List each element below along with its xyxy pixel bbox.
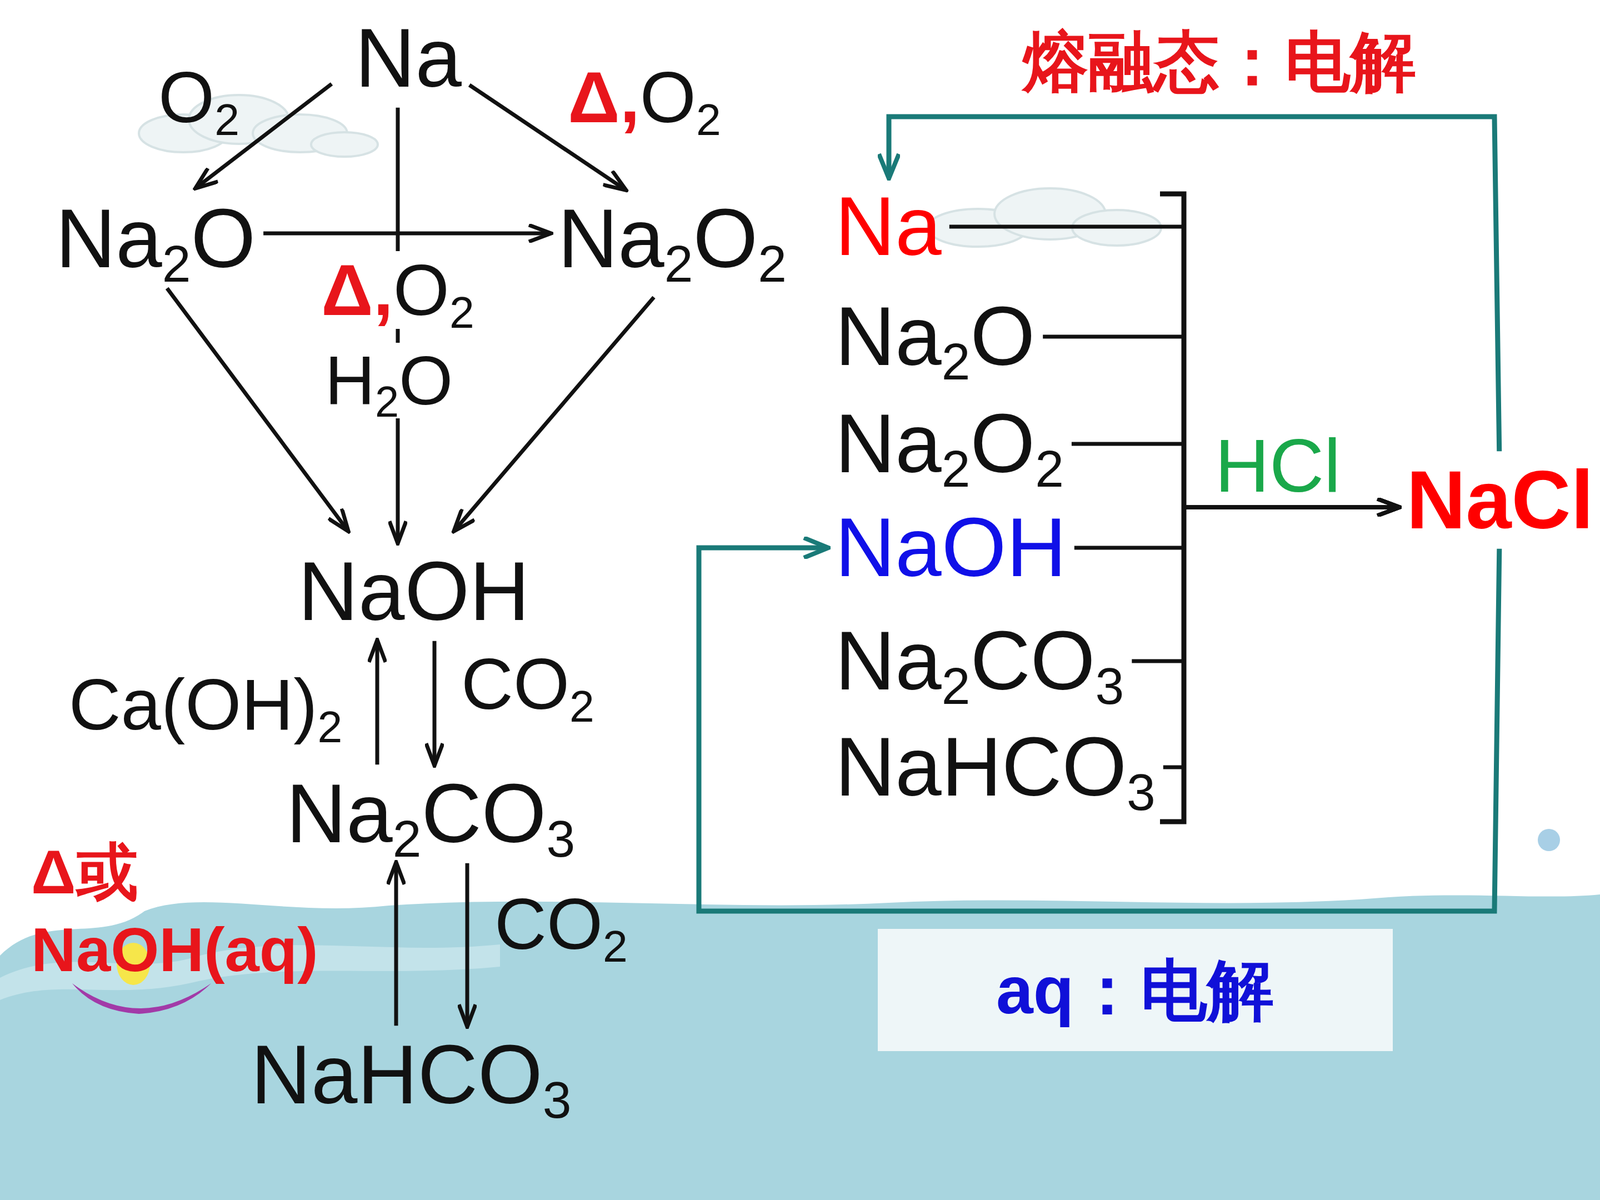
compound-node: NaHCO3 bbox=[830, 721, 1160, 814]
reaction-arrow bbox=[432, 641, 437, 765]
reaction-condition: CO2 bbox=[490, 885, 633, 964]
reaction-arrow bbox=[1042, 336, 1399, 508]
reaction-condition: HCl bbox=[1210, 425, 1346, 507]
reaction-arrow bbox=[394, 863, 399, 1027]
reaction-condition: aq：电解 bbox=[991, 953, 1279, 1027]
bubble bbox=[1537, 828, 1560, 852]
compound-node: Na2CO3 bbox=[281, 767, 580, 860]
formula-text: NaOH bbox=[835, 503, 1067, 592]
formula-text: Na bbox=[355, 14, 462, 103]
cloud bbox=[927, 188, 1162, 247]
formula-text: Na2O2 bbox=[557, 195, 787, 283]
bracket bbox=[1160, 193, 1184, 822]
formula-text: Na2O bbox=[835, 292, 1035, 381]
electrolysis-arrow bbox=[698, 547, 1500, 912]
reaction-arrow bbox=[375, 641, 380, 765]
formula-text: NaHCO3 bbox=[251, 1031, 572, 1119]
formula-text: Na2CO3 bbox=[835, 617, 1124, 705]
reaction-condition: Δ,O2 bbox=[316, 251, 479, 330]
compound-node: Na2CO3 bbox=[830, 615, 1129, 708]
reaction-condition: O2 bbox=[153, 58, 244, 137]
reaction-condition: 熔融态：电解 bbox=[1018, 26, 1421, 98]
reaction-arrow bbox=[454, 297, 654, 531]
product-node: NaCl bbox=[1401, 454, 1598, 545]
compound-node: Na bbox=[350, 12, 467, 105]
reaction-condition: CO2 bbox=[456, 645, 599, 724]
compound-node: NaHCO3 bbox=[246, 1028, 577, 1122]
reaction-arrow bbox=[1074, 507, 1399, 548]
formula-text: NaOH bbox=[298, 547, 530, 636]
reaction-arrow bbox=[1131, 507, 1399, 662]
formula-text: Na bbox=[835, 182, 942, 271]
formula-text: Na2O2 bbox=[835, 400, 1064, 488]
reaction-condition: H2O bbox=[320, 342, 458, 418]
reaction-arrow bbox=[465, 863, 470, 1027]
compound-node: Na bbox=[830, 180, 947, 273]
formula-text: NaHCO3 bbox=[835, 723, 1156, 812]
reaction-arrow bbox=[196, 83, 332, 188]
reaction-arrow bbox=[1163, 507, 1399, 768]
reaction-arrow bbox=[263, 231, 550, 236]
compound-node: Na2O bbox=[51, 192, 260, 285]
compound-node: Na2O2 bbox=[553, 192, 792, 285]
formula-text: Na2O bbox=[55, 195, 256, 283]
formula-text: Na2CO3 bbox=[286, 770, 575, 858]
reaction-condition: Ca(OH)2 bbox=[64, 665, 348, 744]
compound-node: NaOH bbox=[293, 545, 535, 638]
compound-node: Na2O bbox=[830, 290, 1040, 383]
compound-node: Na2O2 bbox=[830, 397, 1069, 490]
compound-node: NaOH bbox=[830, 501, 1072, 594]
reaction-condition: Δ或 NaOH(aq) bbox=[26, 832, 358, 990]
formula-text: NaCl bbox=[1406, 456, 1594, 543]
reaction-condition: Δ,O2 bbox=[563, 58, 726, 137]
